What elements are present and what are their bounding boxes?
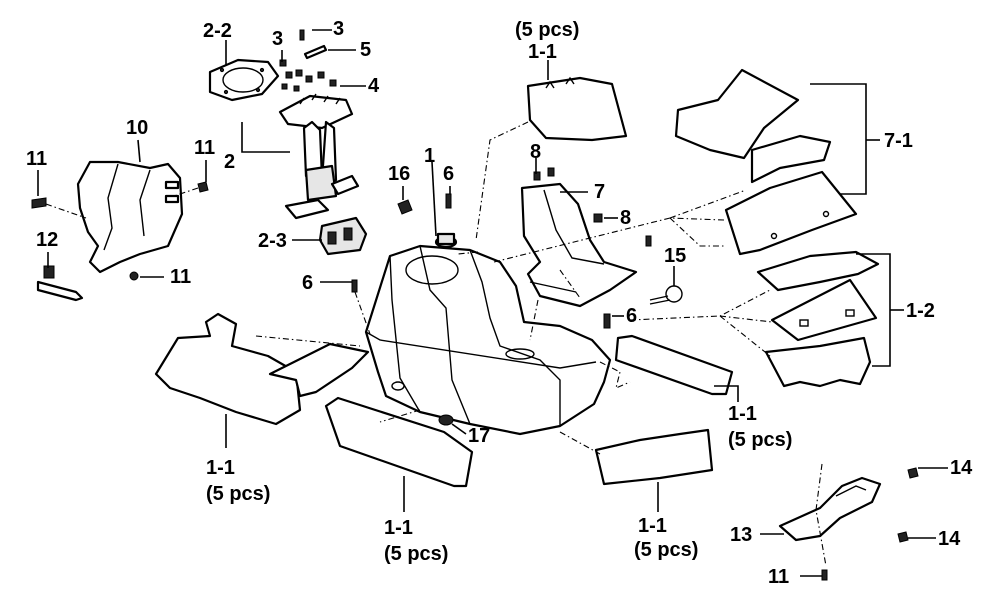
bolts-11 (31, 181, 209, 281)
hardware-3-4-5 (279, 29, 337, 92)
label-1-1-mid: 1-1 (384, 517, 413, 539)
label-10: 10 (126, 117, 148, 139)
heat-shield-10 (76, 160, 184, 274)
label-6-top: 6 (443, 163, 454, 185)
label-6-right: 6 (626, 305, 637, 327)
label-14-bot: 14 (938, 528, 961, 550)
label-12: 12 (36, 229, 58, 251)
label-1-1-top: 1-1 (528, 41, 557, 63)
label-11-low: 11 (170, 266, 191, 288)
foam-1-1-right-upper (614, 334, 734, 396)
foams-1-2 (756, 250, 880, 388)
foam-1-1-left (154, 312, 370, 426)
label-6-left: 6 (302, 272, 313, 294)
label-11-mid: 11 (194, 137, 215, 159)
fuel-pump-2 (278, 93, 360, 220)
bracket-12 (36, 265, 84, 302)
label-14-top: 14 (950, 457, 973, 479)
label-1-1-br: 1-1 (638, 515, 667, 537)
label-15: 15 (664, 245, 686, 267)
label-5pcs-br: (5 pcs) (634, 539, 698, 561)
label-5: 5 (360, 39, 371, 61)
hardware-16-6-17 (351, 193, 652, 426)
label-17: 17 (468, 425, 490, 447)
label-2: 2 (224, 151, 235, 173)
label-1-1-left: 1-1 (206, 457, 235, 479)
label-8-top: 8 (530, 141, 541, 163)
dashed-connectors (255, 121, 773, 455)
label-7: 7 (594, 181, 605, 203)
label-11-left: 11 (26, 148, 47, 170)
bracket-7 (520, 167, 638, 308)
clip-15 (649, 285, 683, 305)
label-5pcs-top: (5 pcs) (515, 19, 579, 41)
leader-lines (37, 29, 948, 577)
label-3-side: 3 (272, 28, 283, 50)
foams-7-1 (674, 68, 858, 256)
label-8-mid: 8 (620, 207, 631, 229)
label-1-1-right: 1-1 (728, 403, 757, 425)
label-5pcs-left: (5 pcs) (206, 483, 270, 505)
label-11-br: 11 (768, 566, 789, 588)
label-4: 4 (368, 75, 380, 97)
guard-13 (778, 463, 919, 581)
label-1: 1 (424, 145, 435, 167)
callout-labels: 2-2 3 3 5 4 2 2-3 10 11 11 11 12 (5 pcs)… (26, 18, 973, 588)
label-7-1: 7-1 (884, 130, 913, 152)
label-3-top: 3 (333, 18, 344, 40)
fuel-tank-1 (364, 232, 612, 436)
label-5pcs-mid: (5 pcs) (384, 543, 448, 565)
gasket-2-2 (208, 58, 280, 102)
label-2-3: 2-3 (258, 230, 287, 252)
foam-1-1-mid (324, 396, 474, 488)
label-5pcs-right: (5 pcs) (728, 429, 792, 451)
label-1-2: 1-2 (906, 300, 935, 322)
foam-1-1-top (526, 76, 628, 142)
label-2-2: 2-2 (203, 20, 232, 42)
label-16: 16 (388, 163, 410, 185)
sender-2-3 (318, 216, 368, 256)
label-13: 13 (730, 524, 752, 546)
foam-1-1-bottom (594, 428, 714, 486)
